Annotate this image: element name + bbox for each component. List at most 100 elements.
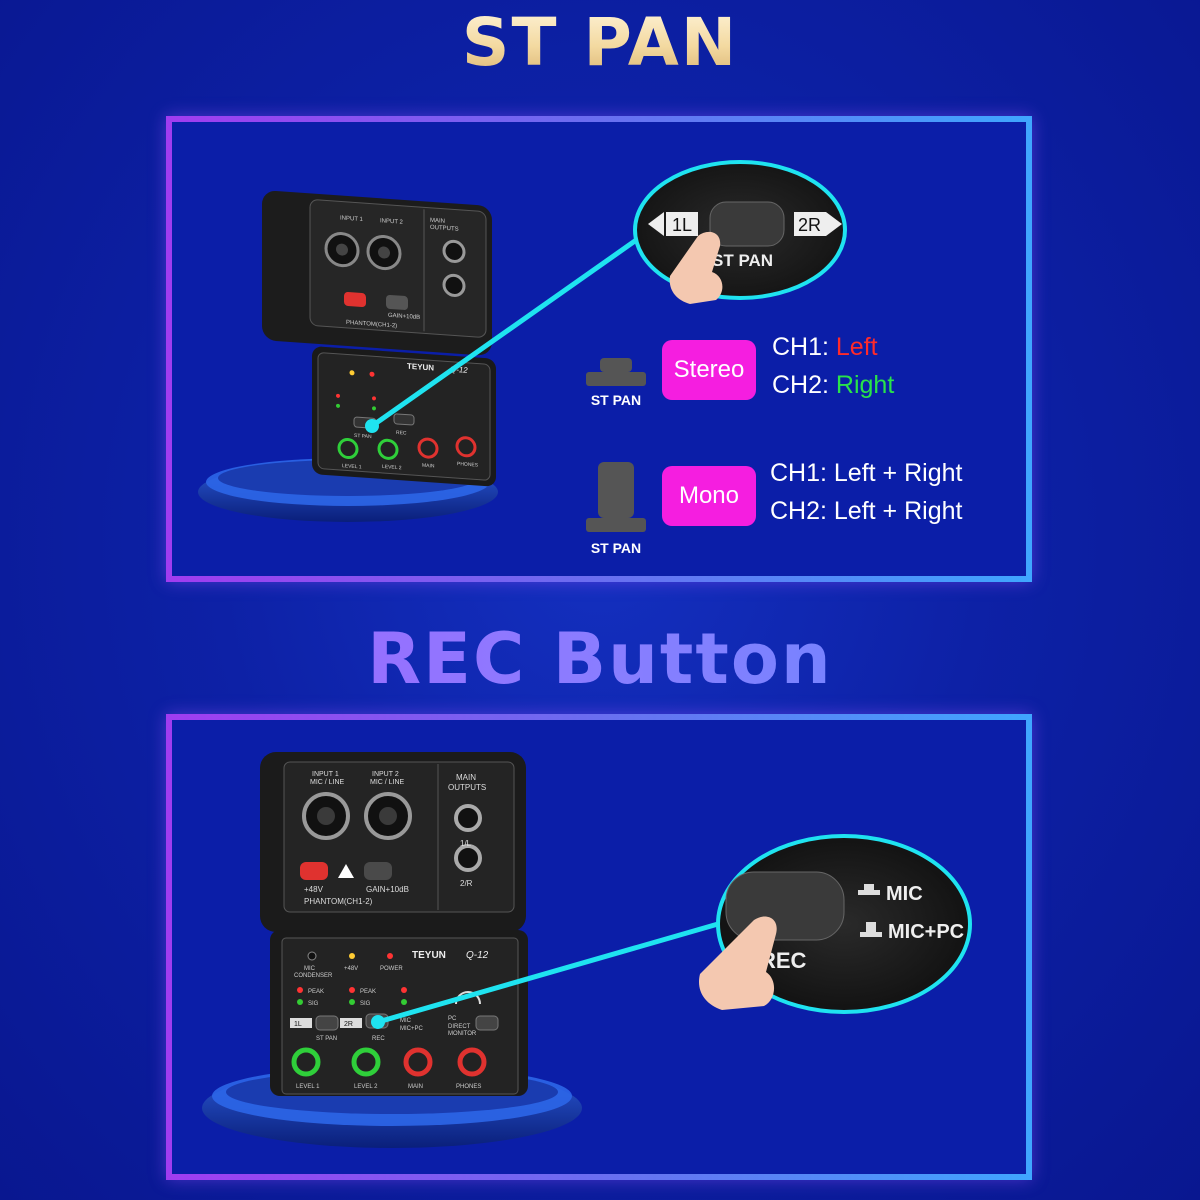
zoom-2r-label: 2R <box>798 215 821 235</box>
stereo-ch2-value: Right <box>835 371 895 399</box>
phantom-button-icon <box>300 862 328 880</box>
phantom-button-icon <box>344 292 366 308</box>
stereo-ch2-line: CH2: Right <box>772 366 894 404</box>
zoom-1l-label: 1L <box>672 215 692 235</box>
device-st-pan-text: ST PAN <box>354 433 372 440</box>
stereo-ch1-prefix: CH1: <box>772 333 836 361</box>
device-input1-text: INPUT 1 <box>340 215 364 223</box>
device-phantom-text: PHANTOM(CH1-2) <box>346 320 397 330</box>
output-jack-1-icon <box>442 239 466 263</box>
device-main-knob-text: MAIN <box>408 1084 423 1090</box>
switch-down-icon <box>586 462 646 532</box>
level2-knob-icon <box>351 1047 381 1077</box>
device-pc-text: PC <box>448 1016 457 1022</box>
device-rec-text: REC <box>396 430 407 437</box>
output-jack-2-icon <box>454 844 482 872</box>
switch-up-icon <box>586 358 646 386</box>
mono-ch1-line: CH1: Left + Right <box>770 459 963 487</box>
device-phones-text: PHONES <box>457 461 479 469</box>
device-monitor-text: MONITOR <box>448 1031 477 1037</box>
device-mic-label: MIC <box>304 966 316 972</box>
finger-icon <box>698 916 777 1010</box>
device-brand-text: TEYUN <box>412 950 446 961</box>
switch-up-small-icon <box>858 884 880 895</box>
device-st-pan-text: ST PAN <box>316 1036 337 1042</box>
device-sig-2: SIG <box>360 1001 371 1007</box>
device-main-label: MAIN <box>456 773 476 782</box>
finger-icon <box>669 231 723 304</box>
device-rec-text: REC <box>372 1036 385 1042</box>
level2-knob-icon <box>377 438 399 460</box>
device-level2-text: LEVEL 2 <box>382 464 402 471</box>
st-pan-zoom-button-icon <box>709 201 785 247</box>
device-peak-2: PEAK <box>360 989 376 995</box>
audio-interface-device: PHANTOM(CH1-2) GAIN+10dB INPUT 1 INPUT 2… <box>262 190 492 356</box>
stereo-ch1-value: Left <box>835 333 878 361</box>
audio-interface-device: INPUT 1 INPUT 2 MIC / LINE MIC / LINE MA… <box>260 752 526 932</box>
device-input2-text: INPUT 2 <box>380 218 404 226</box>
zoom-mic-pc-label: MIC+PC <box>888 921 964 943</box>
device-mic-line-1: MIC / LINE <box>310 779 345 786</box>
st-pan-pointer-line <box>369 233 645 429</box>
rec-illustration: INPUT 1 INPUT 2 MIC / LINE MIC / LINE MA… <box>202 752 972 1148</box>
direct-monitor-switch-icon <box>475 1015 499 1031</box>
device-brand-text: TEYUN <box>407 362 434 373</box>
st-pan-switch-icon <box>315 1015 339 1031</box>
phones-knob-icon <box>457 1047 487 1077</box>
device-gain-text: GAIN+10dB <box>366 885 409 894</box>
device-level1-text: LEVEL 1 <box>296 1084 320 1090</box>
mono-mode-badge: Mono <box>662 466 756 526</box>
device-level1-text: LEVEL 1 <box>342 463 362 470</box>
device-peak-1: PEAK <box>308 989 324 995</box>
device-phantom-text: PHANTOM(CH1-2) <box>304 897 373 906</box>
phones-knob-icon <box>455 436 477 458</box>
main-knob-icon <box>417 437 439 459</box>
heading-rec-button: REC Button <box>0 618 1200 700</box>
device-model-text: Q-12 <box>466 950 489 961</box>
device-main-label: MAIN <box>430 218 445 225</box>
device-out-2r: 2/R <box>460 879 473 888</box>
device-48v-text: +48V <box>304 885 324 894</box>
device-input2-text: INPUT 2 <box>372 771 399 778</box>
output-jack-2-icon <box>442 273 466 297</box>
stereo-mode-badge: Stereo <box>662 340 756 400</box>
device-outputs-label: OUTPUTS <box>448 783 486 792</box>
device-1l-text: 1L <box>294 1021 302 1028</box>
zoom-st-pan-label: ST PAN <box>712 251 773 270</box>
gain-button-icon <box>386 294 408 310</box>
device-mic-line-2: MIC / LINE <box>370 779 405 786</box>
device-input1-text: INPUT 1 <box>312 771 339 778</box>
main-knob-icon <box>403 1047 433 1077</box>
device-main-knob-text: MAIN <box>422 463 435 470</box>
zoom-mic-label: MIC <box>886 883 923 905</box>
gain-button-icon <box>364 862 392 880</box>
device-out-1l: 1/L <box>460 839 472 848</box>
audio-interface-front-panel: TEYUN Q-12 MIC CONDENSER +48V POWER PEAK… <box>270 930 528 1096</box>
device-mic-text: MIC <box>400 1018 412 1024</box>
stereo-icon-label: ST PAN <box>590 392 642 408</box>
level1-knob-icon <box>337 437 359 460</box>
mono-ch2-line: CH2: Left + Right <box>770 497 963 525</box>
device-gain-text: GAIN+10dB <box>388 313 420 321</box>
device-model-text: Q-12 <box>450 365 468 375</box>
switch-down-small-icon <box>860 922 882 937</box>
device-power-text: POWER <box>380 966 403 972</box>
device-2r-text: 2R <box>344 1021 353 1028</box>
output-jack-1-icon <box>454 804 482 832</box>
device-48v-led-text: +48V <box>344 966 358 972</box>
rec-zoom-button-icon <box>725 871 845 941</box>
rec-pointer-line <box>375 921 721 1025</box>
rec-switch-icon <box>393 413 415 426</box>
device-mic-pc-text: MIC+PC <box>400 1026 424 1032</box>
level1-knob-icon <box>291 1047 321 1077</box>
device-sig-1: SIG <box>308 1001 319 1007</box>
mono-icon-label: ST PAN <box>590 540 642 556</box>
stereo-ch1-line: CH1: Left <box>772 328 878 366</box>
device-level2-text: LEVEL 2 <box>354 1084 378 1090</box>
heading-st-pan: ST PAN <box>0 4 1200 81</box>
device-direct-text: DIRECT <box>448 1024 471 1030</box>
st-pan-illustration: PHANTOM(CH1-2) GAIN+10dB INPUT 1 INPUT 2… <box>198 160 847 532</box>
device-condenser-label: CONDENSER <box>294 973 333 979</box>
stereo-ch2-prefix: CH2: <box>772 371 836 399</box>
device-outputs-label: OUTPUTS <box>430 225 459 233</box>
